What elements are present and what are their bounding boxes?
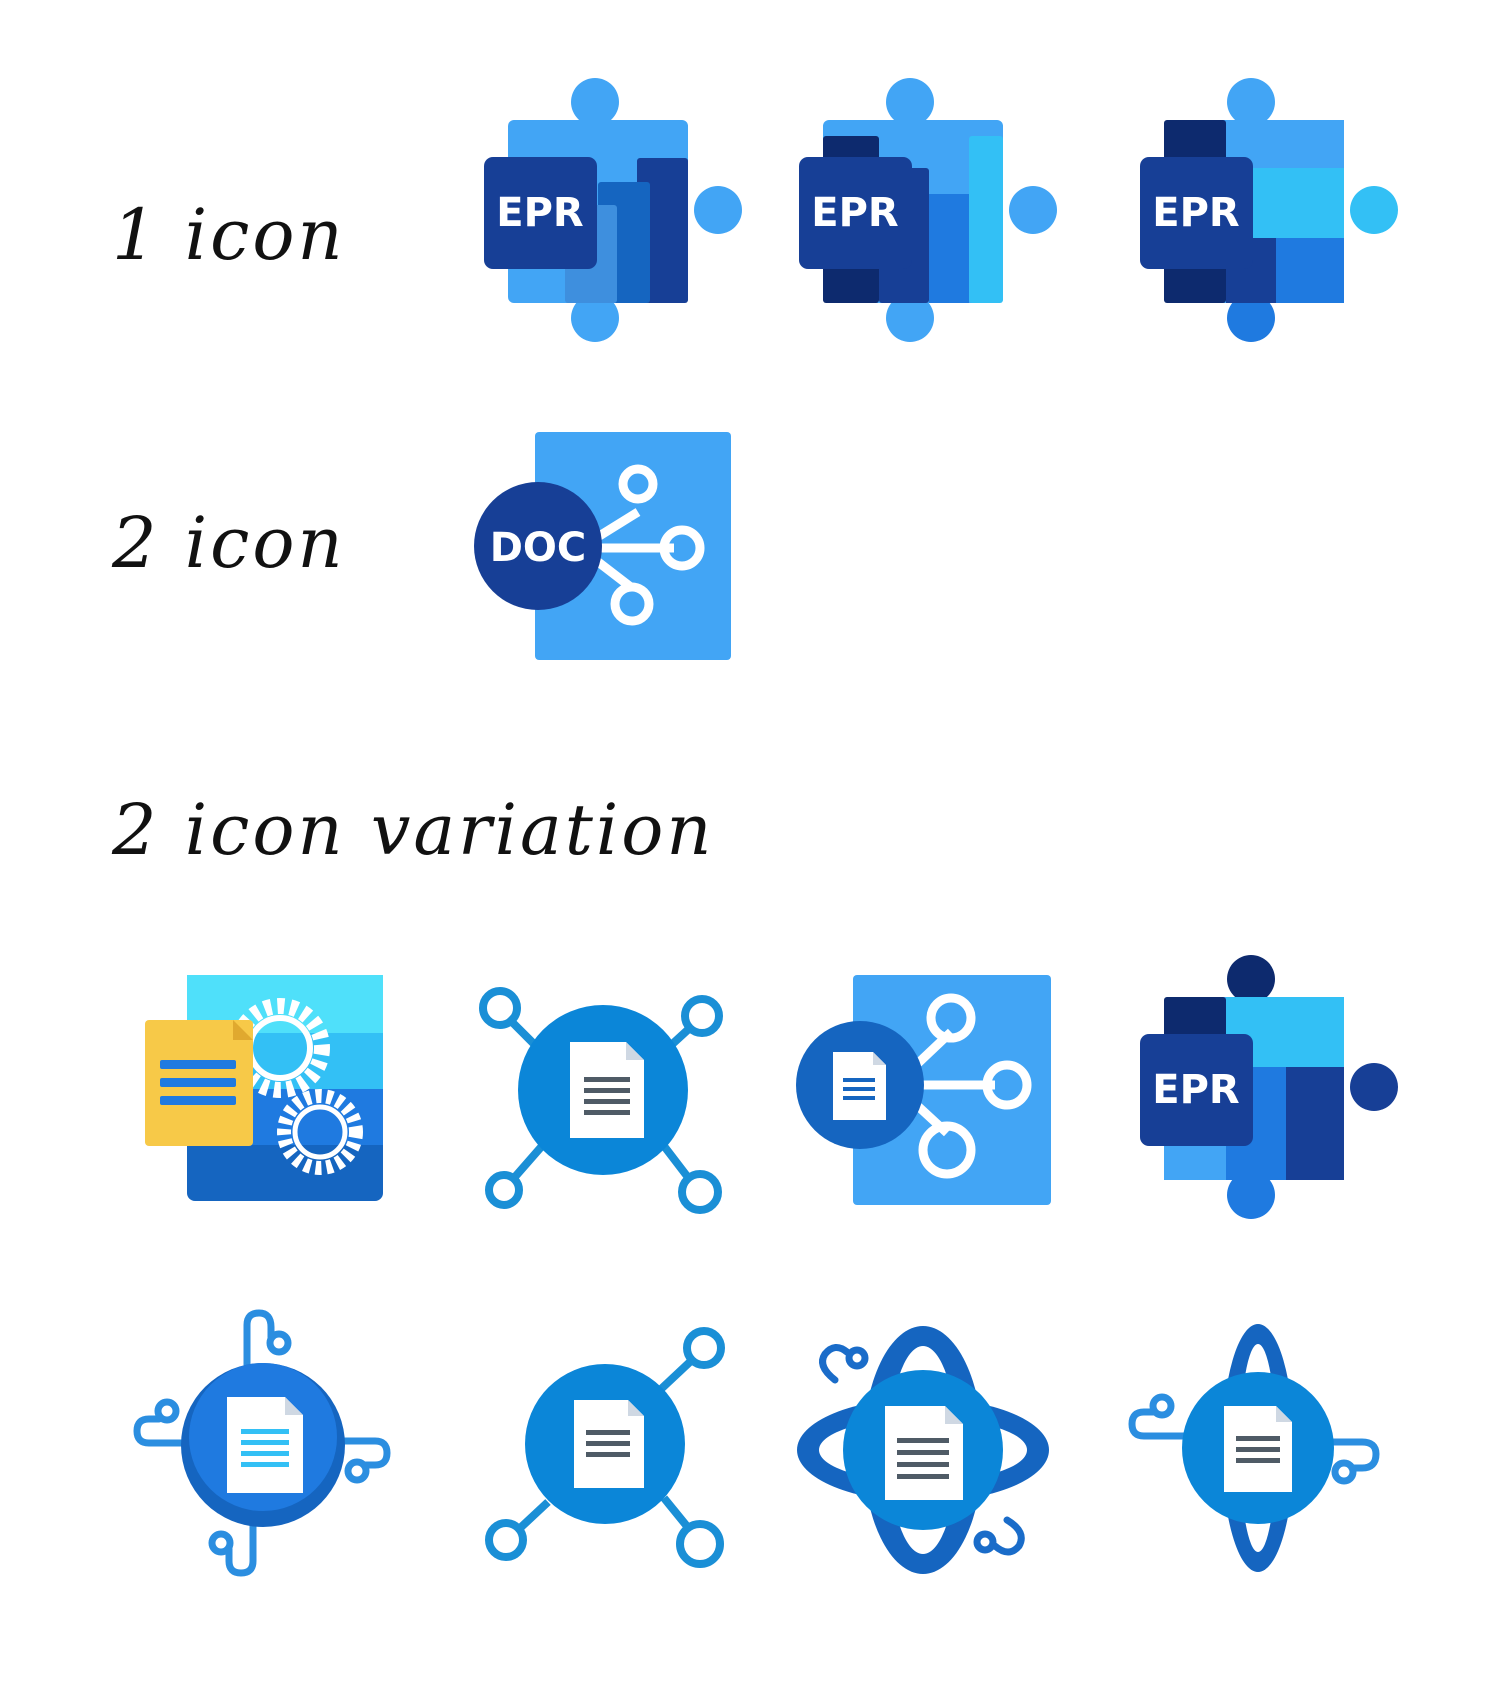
document-ring-orbit-icon [795, 1320, 1055, 1580]
epr-badge-text: EPR [811, 190, 898, 236]
puzzle-epr-icon: EPR [470, 78, 742, 342]
section-heading-2-icon: 2 icon [112, 502, 346, 584]
puzzle-epr-split-icon: EPR [1126, 955, 1398, 1219]
section-heading-2-icon-variation: 2 icon variation [112, 789, 715, 871]
document-vertical-orbit-icon [1126, 1320, 1386, 1580]
document-orbit-curly-icon [133, 1309, 395, 1577]
puzzle-epr-bars-icon: EPR [785, 78, 1057, 342]
document-share-icon [795, 970, 1055, 1230]
doc-share-icon: DOC [470, 428, 731, 688]
epr-badge-text: EPR [1152, 190, 1239, 236]
doc-badge-text: DOC [490, 525, 587, 571]
epr-badge-text: EPR [496, 190, 583, 236]
section-heading-1-icon: 1 icon [112, 194, 346, 276]
document-network-diagonal-icon [478, 1318, 738, 1578]
document-network-icon [478, 960, 738, 1220]
epr-badge-text: EPR [1152, 1067, 1239, 1113]
document-gears-icon [140, 970, 400, 1230]
puzzle-epr-split-icon: EPR [1126, 78, 1398, 342]
